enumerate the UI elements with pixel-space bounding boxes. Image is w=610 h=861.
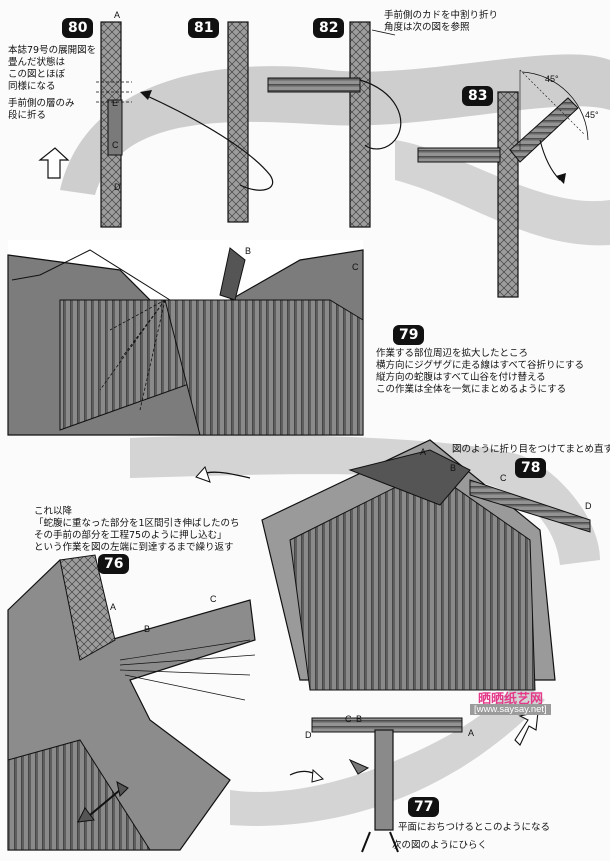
step-76-figure bbox=[7, 554, 256, 851]
arrow-head-hollow bbox=[195, 466, 211, 483]
arrow-up-right-hollow bbox=[514, 711, 539, 746]
note-77-a: 平面におちつけるとこのようになる bbox=[398, 822, 551, 833]
label-a-77: A bbox=[468, 728, 475, 738]
label-d-78: D bbox=[585, 501, 592, 511]
note-line: 角度は次の図を参照 bbox=[384, 22, 470, 33]
step-78-figure bbox=[261, 439, 591, 691]
note-79: 作業する部位周辺を拡大したところ 横方向にジグザグに走る線はすべて谷折りにする … bbox=[376, 348, 584, 396]
note-line: 手前側のカドを中割り折り bbox=[384, 10, 499, 21]
note-line: 同様になる bbox=[8, 81, 56, 92]
step-79-badge: 79 bbox=[393, 325, 425, 345]
angle-label-1: 45° bbox=[545, 74, 559, 84]
note-line: この作業は全体を一気にまとめるようにする bbox=[376, 384, 567, 395]
note-78: 図のように折り目をつけてまとめ直す bbox=[452, 444, 610, 455]
note-80-b: 手前側の層のみ 段に折る bbox=[8, 98, 75, 122]
note-line: 手前側の層のみ bbox=[8, 98, 75, 109]
label-b-76: B bbox=[144, 624, 151, 634]
note-line: という作業を図の左端に到達するまで繰り返す bbox=[34, 542, 234, 553]
label-c-76: C bbox=[210, 594, 217, 604]
note-80-a: 本誌79号の展開図を 畳んだ状態は この図とほぼ 同様になる bbox=[8, 45, 96, 93]
note-line: この図とほぼ bbox=[8, 69, 66, 80]
step-81-figure bbox=[140, 21, 274, 223]
step-76-badge: 76 bbox=[98, 554, 130, 574]
label-d-77: D bbox=[305, 730, 312, 740]
label-c-78: C bbox=[500, 473, 507, 483]
watermark-url: [www.saysay.net] bbox=[470, 704, 551, 715]
label-a-80: A bbox=[114, 10, 121, 20]
note-line: 畳んだ状態は bbox=[8, 57, 66, 68]
label-b-78: B bbox=[450, 463, 457, 473]
step-79-figure bbox=[7, 240, 364, 436]
note-line: その手前の部分を工程75のように押し込む」 bbox=[34, 530, 227, 541]
label-c-80: C bbox=[112, 140, 119, 150]
label-e-80: E bbox=[112, 98, 119, 108]
step-80-badge: 80 bbox=[62, 18, 94, 38]
note-line: 横方向にジグザグに走る線はすべて谷折りにする bbox=[376, 360, 585, 371]
label-b-77: B bbox=[356, 714, 363, 724]
note-line: 「蛇腹に重なった部分を1区間引き伸ばしたのち bbox=[34, 518, 240, 529]
note-line: これ以降 bbox=[34, 506, 73, 517]
label-a-78: A bbox=[420, 447, 427, 457]
step-77-figure bbox=[289, 717, 463, 853]
step-81-badge: 81 bbox=[188, 18, 220, 38]
label-a-76: A bbox=[110, 602, 117, 612]
label-c-77: C bbox=[345, 714, 352, 724]
note-line: 本誌79号の展開図を bbox=[8, 45, 97, 56]
step-80-figure bbox=[96, 21, 132, 228]
step-78-badge: 78 bbox=[515, 458, 547, 478]
arrow-up-hollow bbox=[38, 147, 70, 179]
note-82: 手前側のカドを中割り折り 角度は次の図を参照 bbox=[384, 10, 498, 34]
note-76: これ以降 「蛇腹に重なった部分を1区間引き伸ばしたのち その手前の部分を工程75… bbox=[34, 506, 240, 554]
step-82-figure bbox=[267, 21, 402, 228]
label-c-79: C bbox=[352, 262, 359, 272]
step-83-figure bbox=[417, 69, 589, 298]
label-d-80: D bbox=[114, 182, 121, 192]
step-77-badge: 77 bbox=[408, 797, 440, 817]
note-77-b: 次の図のようにひらく bbox=[392, 840, 488, 851]
note-line: 縦方向の蛇腹はすべて山谷を付け替える bbox=[376, 372, 546, 383]
watermark-logo: 晒晒纸艺网 bbox=[478, 692, 544, 707]
angle-label-2: 45° bbox=[585, 110, 599, 120]
step-82-badge: 82 bbox=[313, 18, 345, 38]
step-83-badge: 83 bbox=[462, 86, 494, 106]
note-line: 作業する部位周辺を拡大したところ bbox=[376, 348, 529, 359]
label-b-79: B bbox=[245, 246, 252, 256]
note-line: 段に折る bbox=[8, 110, 47, 121]
